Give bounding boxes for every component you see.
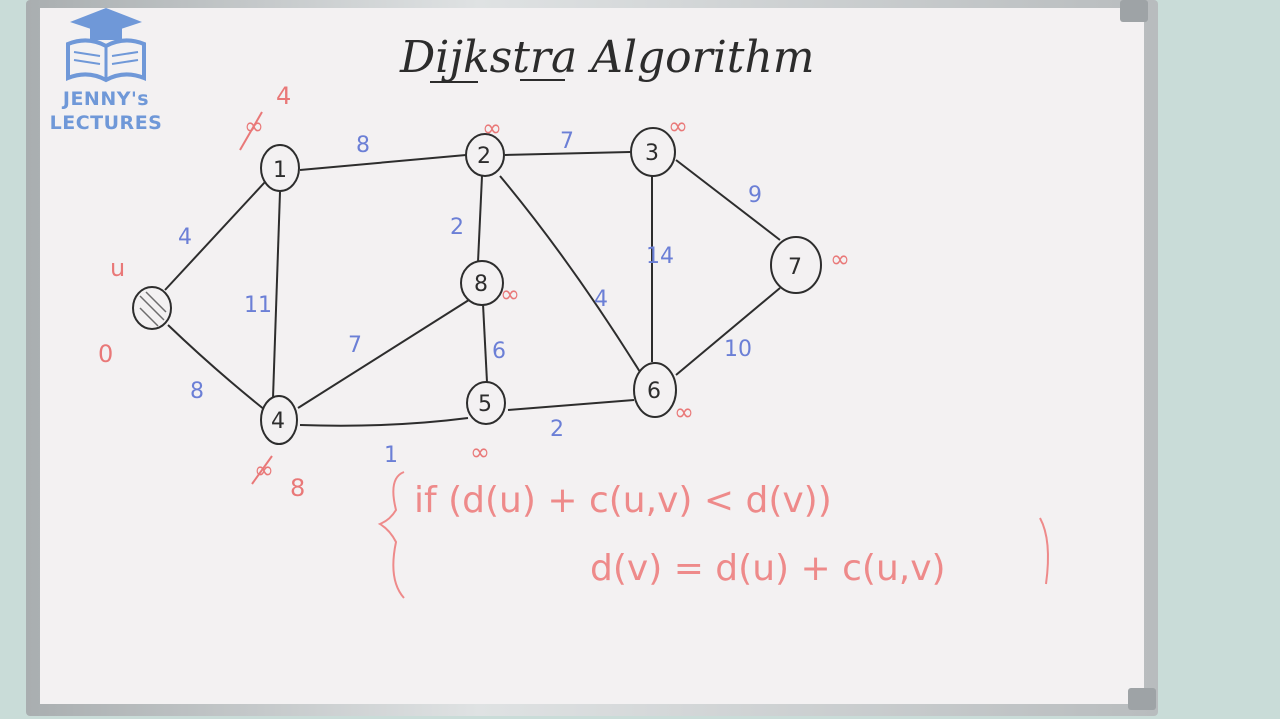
edge-weights: 4 8 8 11 7 2 4 14 9 7 1 6 2 10 — [178, 129, 762, 468]
source-distance: 0 — [98, 340, 113, 368]
node-2-label: 2 — [477, 144, 491, 169]
weight-1-4: 11 — [244, 293, 272, 318]
weight-4-5: 1 — [384, 443, 398, 468]
strikethrough-infinity-4: ∞ — [254, 456, 274, 484]
node-3 — [630, 127, 676, 177]
distance-node-5: ∞ — [470, 438, 490, 466]
weight-2-3: 7 — [560, 129, 574, 154]
whiteboard — [40, 8, 1144, 704]
node-3-label: 3 — [645, 141, 659, 166]
weight-2-6: 4 — [594, 287, 608, 312]
title: Dijkstra Algorithm — [399, 32, 815, 83]
edge-1-4 — [272, 191, 281, 399]
node-7-label: 7 — [788, 255, 802, 280]
logo-line-2: LECTURES — [49, 112, 163, 134]
distance-node-7: ∞ — [830, 245, 850, 273]
formula-open-brace — [377, 471, 405, 599]
node-2 — [465, 133, 505, 177]
edge-0-4 — [167, 324, 266, 411]
relaxation-formula: if (d(u) + c(u,v) < d(v)) d(v) = d(u) + … — [377, 471, 1049, 599]
edge-5-6 — [507, 399, 635, 411]
weight-3-7: 9 — [748, 183, 762, 208]
graduation-cap-book-icon — [66, 8, 146, 83]
formula-line-1: if (d(u) + c(u,v) < d(v)) — [414, 480, 832, 521]
strike-line-4 — [251, 455, 273, 485]
weight-2-8: 2 — [450, 215, 464, 240]
node-5 — [466, 381, 506, 425]
distance-node-1: 4 — [276, 82, 291, 110]
distance-node-8: ∞ — [500, 280, 520, 308]
node-5-label: 5 — [478, 392, 492, 417]
distance-annotations: u 0 ∞ 4 ∞ ∞ ∞ 8 ∞ ∞ ∞ ∞ — [98, 82, 850, 502]
weight-4-8: 7 — [348, 333, 362, 358]
node-labels: 1 2 3 4 5 6 7 8 — [271, 141, 802, 434]
graph-nodes — [132, 127, 822, 445]
distance-node-3: ∞ — [668, 112, 688, 140]
distance-node-4: 8 — [290, 474, 305, 502]
edge-4-8 — [297, 297, 473, 409]
node-8 — [460, 260, 504, 306]
node-0-shading — [139, 291, 167, 327]
edge-8-5 — [482, 303, 488, 383]
edge-0-1 — [164, 181, 266, 291]
edge-3-7 — [675, 159, 781, 241]
weight-0-1: 4 — [178, 225, 192, 250]
edge-1-2 — [299, 154, 467, 171]
channel-logo: JENNY's LECTURES — [46, 4, 166, 134]
node-4-label: 4 — [271, 409, 285, 434]
frame-corner-top-right — [1120, 0, 1148, 22]
node-7 — [770, 236, 822, 294]
edge-2-3 — [504, 151, 631, 156]
edge-4-5 — [299, 417, 469, 427]
edge-2-8 — [477, 175, 483, 263]
node-6-label: 6 — [647, 379, 661, 404]
weight-0-4: 8 — [190, 379, 204, 404]
weight-5-6: 2 — [550, 417, 564, 442]
formula-line-2: d(v) = d(u) + c(u,v) — [590, 548, 946, 589]
distance-node-6: ∞ — [674, 398, 694, 426]
frame-corner-bottom-right — [1128, 688, 1156, 710]
logo-line-1: JENNY's — [62, 88, 150, 110]
weight-3-6: 14 — [646, 244, 674, 269]
node-1-label: 1 — [273, 158, 287, 183]
node-4 — [260, 395, 298, 445]
node-8-label: 8 — [474, 272, 488, 297]
weight-8-5: 6 — [492, 339, 506, 364]
edge-6-7 — [675, 287, 781, 376]
weight-6-7: 10 — [724, 337, 752, 362]
formula-close-brace — [1039, 517, 1049, 585]
edge-2-6 — [499, 175, 641, 373]
node-1 — [260, 144, 300, 192]
weight-1-2: 8 — [356, 133, 370, 158]
source-u-annotation: u — [110, 254, 125, 282]
distance-node-2: ∞ — [482, 114, 502, 142]
node-6 — [633, 362, 677, 418]
strike-line-1 — [239, 111, 263, 151]
graph-edges — [164, 151, 781, 427]
